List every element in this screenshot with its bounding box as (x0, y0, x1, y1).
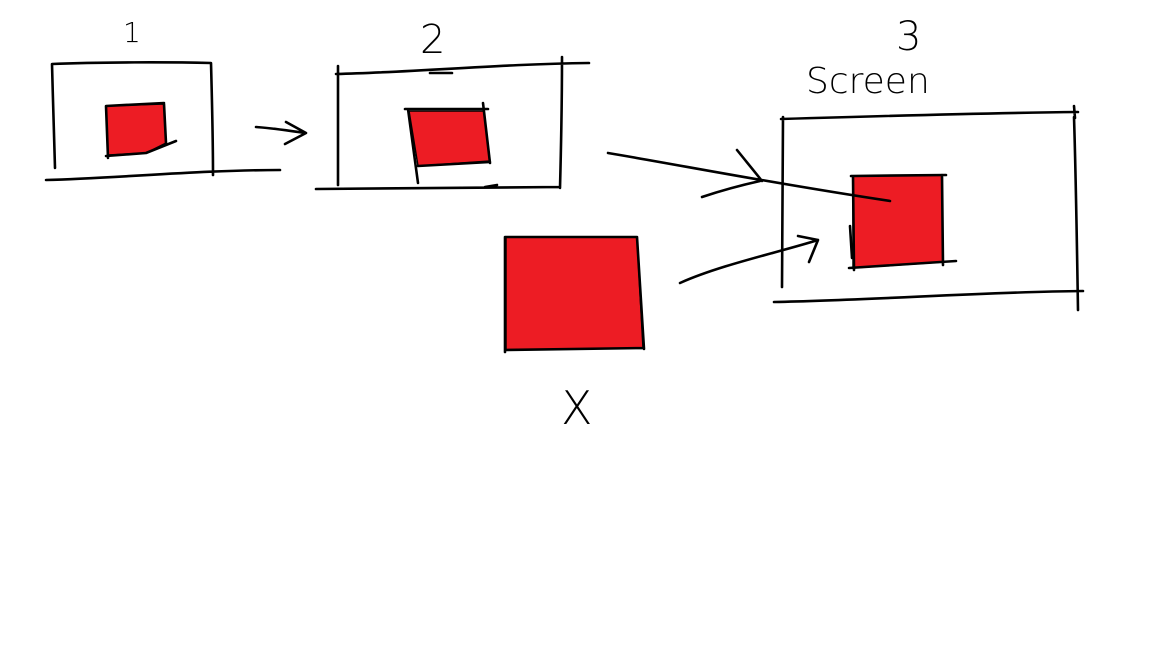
step-2-group: 2 (314, 17, 591, 191)
screen-square-outline (847, 173, 958, 272)
screen-red-square (852, 174, 944, 269)
step-2-red-square (408, 110, 491, 167)
step-1-frame (44, 61, 282, 182)
large-red-square (505, 236, 644, 351)
cross-mark: X (561, 381, 593, 435)
screen-frame (772, 104, 1085, 312)
screen-label: Screen (806, 61, 930, 102)
step-3-label: 3 (896, 14, 921, 60)
step-2-frame (314, 55, 591, 191)
arrow-1-to-2 (254, 120, 308, 146)
large-square-group: X (503, 235, 646, 435)
step-1-label: 1 (123, 16, 141, 49)
large-square-outline (503, 235, 646, 354)
step-3-group: 3 Screen (772, 14, 1085, 312)
step-2-square-outline (403, 101, 492, 185)
step-1-group: 1 (44, 16, 282, 182)
arrow-large-to-screen (678, 234, 820, 285)
step-1-square-outline (104, 101, 178, 160)
arrow-2-to-screen (606, 148, 892, 203)
step-2-label: 2 (420, 17, 445, 63)
